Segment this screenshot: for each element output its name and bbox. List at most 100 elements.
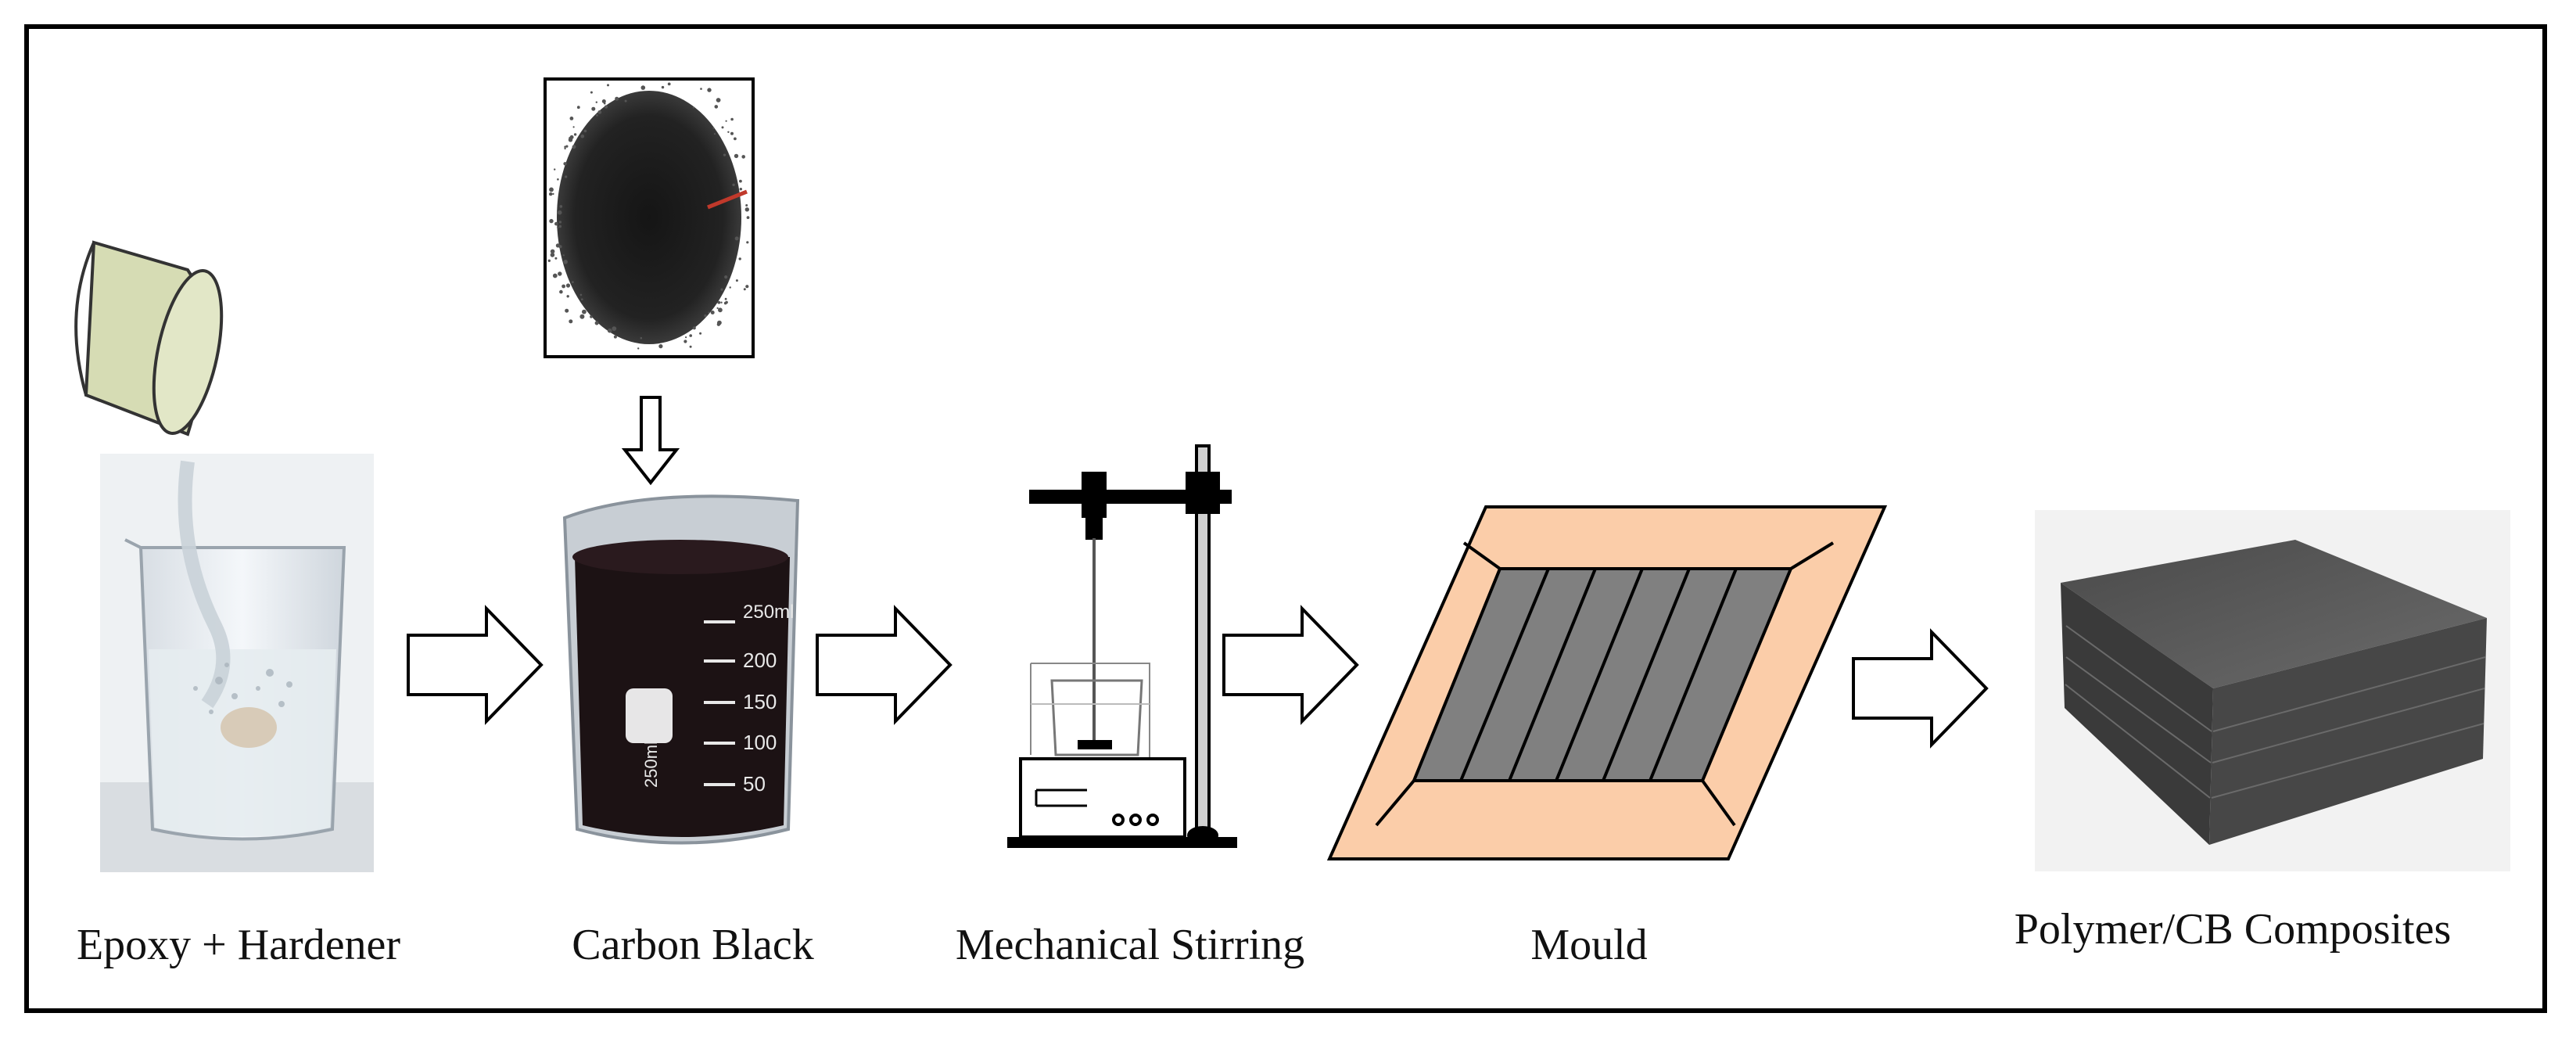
beaker-tick-50: 50: [743, 772, 766, 796]
powder-speck: [704, 314, 707, 318]
powder-speck: [720, 301, 723, 304]
powder-speck: [716, 307, 719, 309]
powder-speck: [561, 284, 565, 289]
powder-speck: [710, 311, 715, 314]
powder-speck: [580, 134, 585, 138]
powder-speck: [735, 279, 738, 282]
powder-speck: [552, 273, 558, 278]
label-mould: Mould: [1530, 921, 1648, 969]
powder-speck: [590, 315, 593, 318]
powder-speck: [685, 336, 687, 339]
powder-speck: [579, 314, 585, 319]
beaker-tick-200: 200: [743, 648, 777, 672]
powder-speck: [555, 243, 561, 248]
powder-speck: [563, 260, 568, 264]
powder-speck: [613, 335, 617, 339]
powder-speck: [549, 218, 554, 224]
powder-speck: [640, 85, 646, 90]
powder-speck: [724, 297, 727, 300]
powder-speck: [558, 271, 562, 276]
powder-speck: [738, 257, 741, 260]
composite-block-photo: [2035, 510, 2510, 871]
powder-speck: [559, 205, 563, 208]
epoxy-cylinder-icon: [74, 240, 224, 436]
beaker-graduations: [704, 620, 735, 786]
flow-arrow-1: [407, 605, 544, 725]
powder-speck: [717, 320, 722, 325]
powder-speck: [569, 117, 574, 120]
powder-speck: [547, 259, 551, 262]
powder-speck: [689, 334, 692, 337]
powder-speck: [667, 82, 671, 86]
powder-speck: [734, 236, 739, 241]
powder-speck: [565, 283, 571, 288]
powder-speck: [595, 322, 598, 325]
powder-speck: [557, 178, 559, 181]
powder-speck: [734, 153, 739, 159]
powder-speck: [573, 133, 577, 136]
powder-speck: [568, 138, 573, 142]
powder-speck: [716, 98, 721, 102]
powder-speck: [576, 106, 580, 110]
down-arrow-icon: [621, 396, 680, 486]
powder-speck: [558, 225, 561, 228]
powder-speck: [549, 192, 553, 196]
powder-speck: [721, 126, 724, 129]
powder-speck: [595, 101, 597, 103]
beaker-volume-top: 250ml: [743, 602, 794, 623]
powder-speck: [562, 254, 565, 257]
beaker-tick-150: 150: [743, 690, 777, 713]
label-carbon-black: Carbon Black: [572, 921, 814, 969]
powder-speck: [591, 106, 596, 111]
powder-speck: [714, 105, 719, 109]
powder-speck: [604, 105, 608, 109]
powder-speck: [661, 85, 665, 89]
powder-speck: [581, 298, 583, 301]
powder-speck: [557, 226, 559, 228]
powder-speck: [552, 192, 554, 196]
powder-speck: [601, 99, 606, 103]
powder-speck: [563, 162, 567, 166]
powder-speck: [692, 326, 696, 330]
powder-speck: [615, 96, 619, 101]
powder-speck: [572, 126, 575, 128]
powder-speck: [550, 249, 555, 254]
powder-speck: [582, 309, 587, 314]
beaker-tick-100: 100: [743, 731, 777, 754]
carbon-powder-photo: [544, 77, 755, 358]
powder-speck: [607, 328, 612, 333]
flow-arrow-3: [1222, 605, 1359, 725]
powder-speck: [730, 131, 734, 135]
powder-speck: [640, 336, 643, 339]
powder-speck: [550, 253, 555, 257]
powder-speck: [564, 147, 566, 150]
label-mechanical-stirring: Mechanical Stirring: [955, 921, 1305, 969]
powder-speck: [565, 175, 568, 178]
powder-speck: [554, 257, 558, 260]
powder-speck: [741, 155, 745, 159]
powder-speck: [717, 300, 721, 304]
powder-speck: [559, 289, 563, 294]
powder-speck: [569, 319, 573, 324]
powder-speck: [707, 88, 712, 92]
powder-speck: [558, 221, 562, 224]
powder-speck: [727, 131, 730, 133]
powder-speck: [720, 288, 723, 291]
powder-speck: [739, 179, 742, 183]
powder-speck: [583, 129, 587, 133]
powder-speck: [566, 295, 569, 298]
powder-speck: [554, 221, 558, 226]
powder-speck: [745, 204, 748, 207]
powder-speck: [725, 120, 727, 122]
powder-speck: [700, 88, 702, 90]
flow-arrow-2: [816, 605, 953, 725]
powder-speck: [658, 344, 663, 349]
powder-speck: [557, 210, 562, 215]
powder-speck: [692, 106, 694, 109]
powder-speck: [624, 99, 627, 102]
powder-speck: [730, 117, 734, 121]
powder-speck: [745, 285, 749, 289]
powder-speck: [708, 311, 710, 314]
